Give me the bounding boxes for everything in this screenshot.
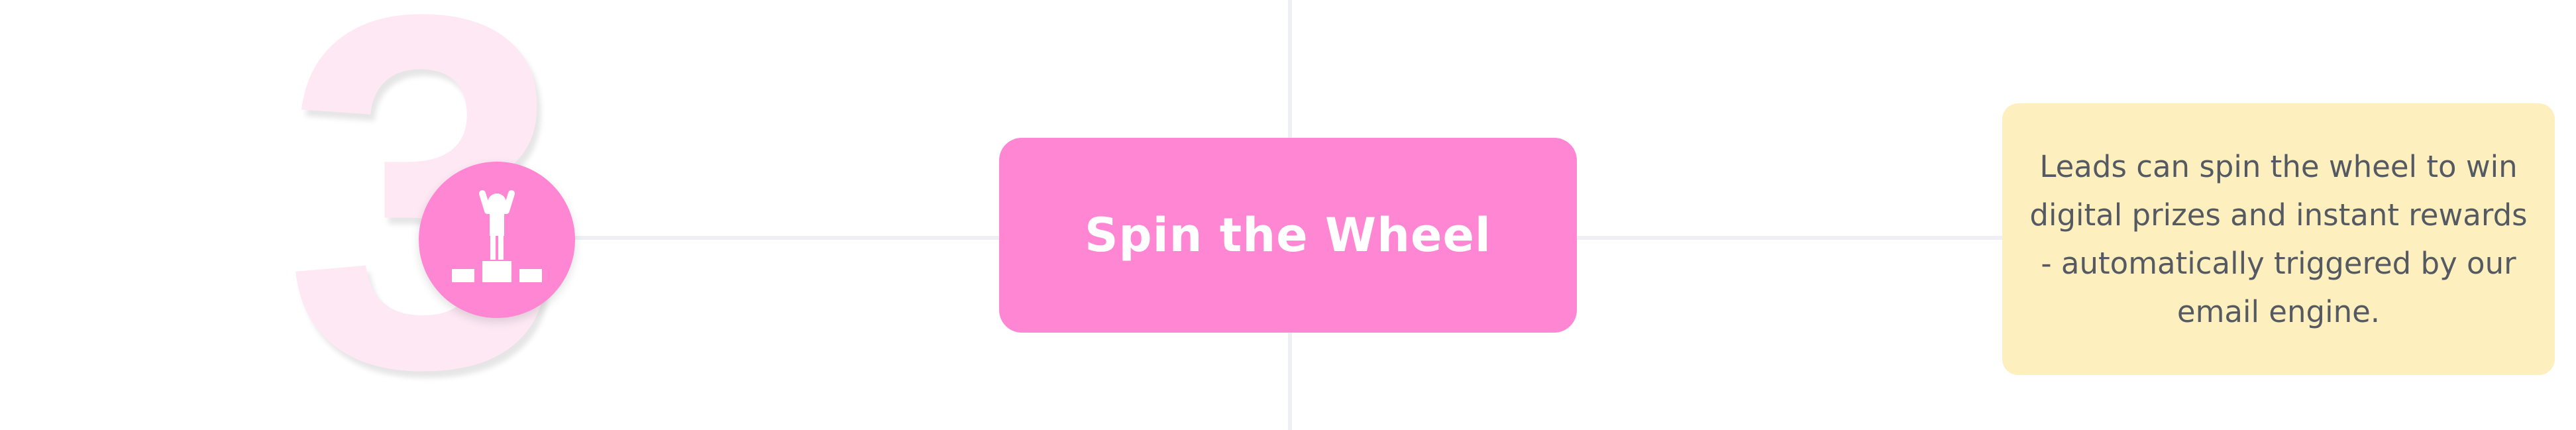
right-connector-line <box>1577 236 2008 240</box>
description-text: Leads can spin the wheel to win digital … <box>2029 149 2528 329</box>
spin-the-wheel-button[interactable]: Spin the Wheel <box>999 138 1577 333</box>
podium-winner-icon <box>452 190 542 282</box>
description-card: Leads can spin the wheel to win digital … <box>2002 103 2555 375</box>
left-connector-line <box>570 236 1000 240</box>
step-icon-badge <box>419 162 575 318</box>
